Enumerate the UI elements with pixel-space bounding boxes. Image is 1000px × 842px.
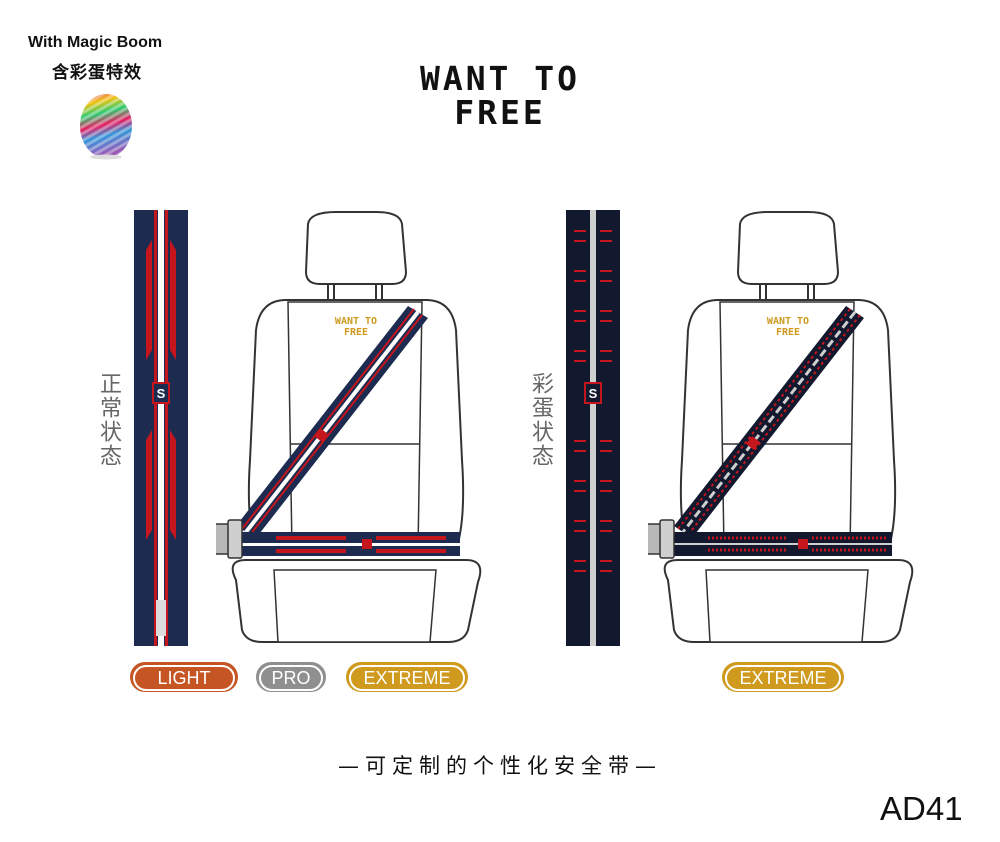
lap-belt-egg (668, 532, 892, 556)
buckle-icon (216, 519, 243, 559)
magic-boom-label-zh: 含彩蛋特效 (52, 63, 142, 83)
seat-egg: WANT TO FREE (648, 211, 914, 643)
diagonal-belt-normal (236, 306, 428, 538)
brand-title-line1: WANT TO (419, 59, 581, 98)
badge-extreme: EXTREME (346, 662, 468, 692)
badge-extreme-egg-label: EXTREME (725, 665, 841, 691)
strap-logo-letter: S (157, 386, 166, 401)
brand-title-line2: FREE (454, 93, 546, 132)
badge-light: LIGHT (130, 662, 238, 692)
seat-egg-logo-line2: FREE (776, 327, 800, 338)
egg-state-label: 彩蛋状态 (528, 372, 553, 468)
seat-logo-line1: WANT TO (335, 316, 377, 327)
seat-normal: WANT TO FREE (216, 211, 482, 643)
seat-egg-logo-line1: WANT TO (767, 316, 809, 327)
badge-pro: PRO (256, 662, 326, 692)
rainbow-egg-icon (80, 94, 132, 160)
brand-title: WANT TO FREE (400, 62, 600, 130)
badge-pro-label: PRO (259, 665, 323, 691)
caption: —可定制的个性化安全带— (338, 754, 662, 778)
lap-belt-normal (236, 532, 460, 556)
strap-egg: S (566, 210, 620, 646)
strap-egg-logo-letter: S (589, 386, 598, 401)
buckle-egg-icon (648, 519, 675, 559)
diagonal-belt-egg (674, 306, 864, 538)
badge-extreme-egg: EXTREME (722, 662, 844, 692)
seat-logo-line2: FREE (344, 327, 368, 338)
normal-state-label: 正常状态 (96, 372, 121, 468)
magic-boom-label: With Magic Boom (28, 34, 163, 51)
badge-extreme-label: EXTREME (349, 665, 465, 691)
strap-normal: S (134, 210, 188, 646)
product-code: AD41 (880, 790, 963, 827)
badge-light-label: LIGHT (133, 665, 235, 691)
